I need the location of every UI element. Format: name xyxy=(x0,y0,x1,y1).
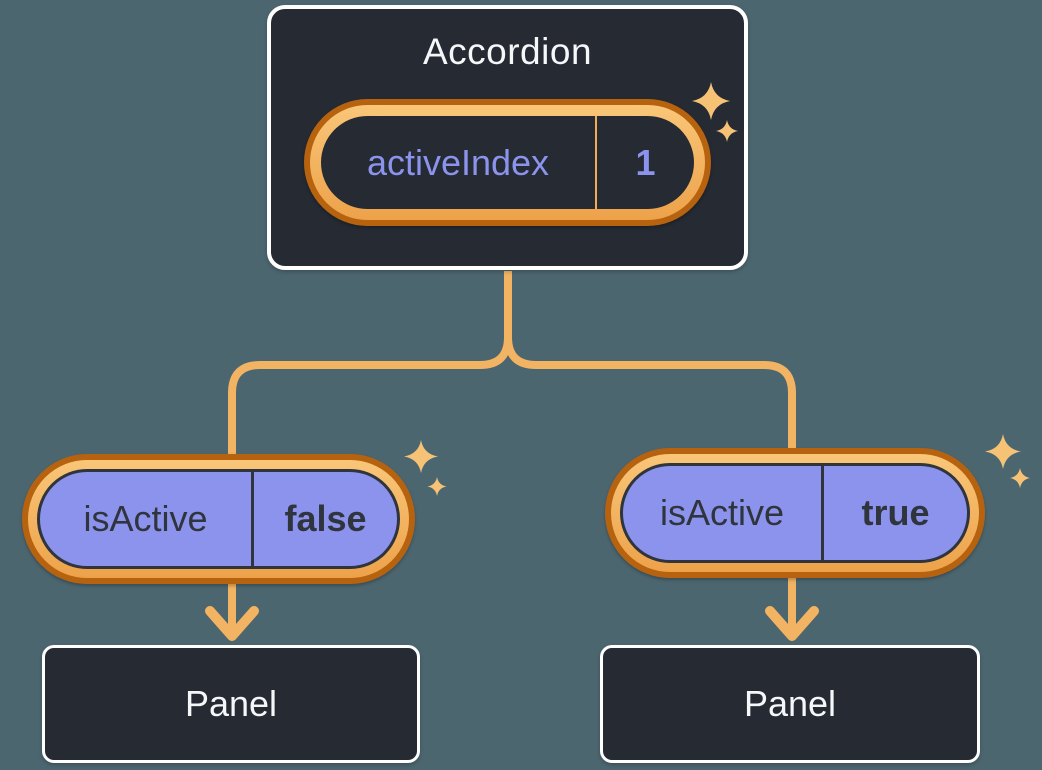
sparkle-icon xyxy=(985,434,1030,488)
panel-title: Panel xyxy=(184,683,278,724)
state-pill-value: 1 xyxy=(635,141,656,183)
state-pill-label: activeIndex xyxy=(366,141,550,183)
prop-pill-right: isActive true xyxy=(620,463,970,563)
accordion-node: Accordion activeIndex 1 xyxy=(267,5,748,270)
prop-pill-value: false xyxy=(284,498,367,539)
accordion-title: Accordion xyxy=(422,31,593,72)
prop-pill-left: isActive false xyxy=(37,469,400,569)
pill-divider xyxy=(821,466,824,560)
panel-title: Panel xyxy=(743,683,837,724)
prop-pill-ring-right: isActive true xyxy=(605,448,985,578)
sparkle-icon xyxy=(692,82,738,142)
prop-pill-ring-left: isActive false xyxy=(22,454,415,584)
prop-pill-label: isActive xyxy=(659,492,785,533)
prop-pill-value: true xyxy=(861,492,930,533)
sparkle-icon xyxy=(404,440,447,496)
pill-divider xyxy=(595,116,597,209)
arrowhead-down-icon-left xyxy=(205,606,259,641)
connector-right-branch xyxy=(504,271,796,630)
arrowhead-down-icon-right xyxy=(765,606,819,641)
state-pill: activeIndex 1 xyxy=(321,116,694,209)
prop-pill-label: isActive xyxy=(83,498,208,539)
panel-node-left: Panel xyxy=(42,645,420,763)
state-pill-ring: activeIndex 1 xyxy=(304,99,711,226)
panel-node-right: Panel xyxy=(600,645,980,763)
pill-divider xyxy=(251,472,254,566)
